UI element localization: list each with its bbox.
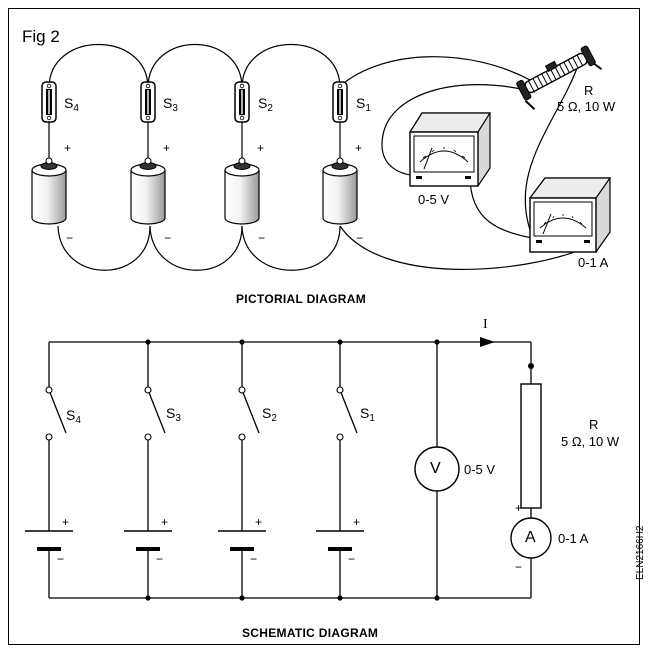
schematic-switch-label-s4: S4 [66,407,81,426]
schematic-voltmeter-range: 0-5 V [464,462,496,477]
pictorial-switch-label-s4: S4 [64,95,79,114]
pictorial-diagram-title: PICTORIAL DIAGRAM [236,292,366,306]
pictorial-switch-s4 [41,81,57,158]
pictorial-switch-label-s3: S3 [163,95,178,114]
pictorial-voltmeter-range: 0-5 V [418,192,450,207]
schematic-ammeter-minus: − [515,560,523,574]
current-arrow-icon [480,337,495,347]
schematic-cell-1-minus: − [57,552,65,566]
schematic-diagram-title: SCHEMATIC DIAGRAM [242,626,379,640]
pictorial-switch-s3 [140,81,156,158]
pictorial-resistor-rating: 5 Ω, 10 W [557,99,616,114]
schematic-cell-3-plus: + [255,515,263,529]
schematic-switch-label-s2: S2 [262,405,277,424]
schematic-cell-2-plus: + [161,515,169,529]
ammeter-symbol: A [525,529,536,546]
schematic-cell-4-minus: − [348,552,356,566]
figure-code: ELN2166H2 [635,525,646,580]
schematic-junctions [145,339,534,601]
pictorial-cell-3-minus: − [258,231,266,245]
pictorial-switch-label-s2: S2 [258,95,273,114]
schematic-ammeter-range: 0-1 A [558,531,589,546]
pictorial-cell-2 [130,157,166,225]
schematic-resistor-name: R [589,417,599,432]
pictorial-resistor-name: R [584,83,594,98]
schematic-voltmeter [414,446,460,492]
pictorial-cell-2-minus: − [164,231,172,245]
voltmeter-symbol: V [430,460,441,477]
pictorial-cell-4-plus: + [355,141,363,155]
current-label: I [483,317,488,332]
pictorial-switch-s1 [332,81,348,158]
schematic-wiring [48,341,532,599]
pictorial-resistor [516,45,603,111]
pictorial-voltmeter [408,112,492,187]
pictorial-cell-1-minus: − [66,231,74,245]
figure-frame [8,8,640,645]
pictorial-switch-label-s1: S1 [356,95,371,114]
pictorial-ammeter [528,177,612,253]
pictorial-cell-1-plus: + [64,141,72,155]
pictorial-cell-4-minus: − [356,231,364,245]
pictorial-wiring [48,44,586,271]
pictorial-cell-3-plus: + [257,141,265,155]
schematic-cell-1-plus: + [62,515,70,529]
schematic-cell-3-minus: − [250,552,258,566]
pictorial-cell-2-plus: + [163,141,171,155]
pictorial-cell-3 [224,157,260,225]
schematic-resistor [520,383,542,509]
pictorial-cell-4 [322,157,358,225]
pictorial-switch-s2 [234,81,250,158]
schematic-ammeter-plus: + [515,501,523,515]
schematic-switch-label-s3: S3 [166,405,181,424]
schematic-cells [25,530,364,551]
schematic-cell-4-plus: + [353,515,361,529]
schematic-ammeter [510,517,552,559]
pictorial-cell-1 [31,157,67,225]
figure-label: Fig 2 [22,27,60,46]
schematic-switch-contacts [45,386,344,441]
schematic-cell-2-minus: − [156,552,164,566]
schematic-resistor-rating: 5 Ω, 10 W [561,434,620,449]
pictorial-ammeter-range: 0-1 A [578,255,609,270]
schematic-switch-label-s1: S1 [360,405,375,424]
